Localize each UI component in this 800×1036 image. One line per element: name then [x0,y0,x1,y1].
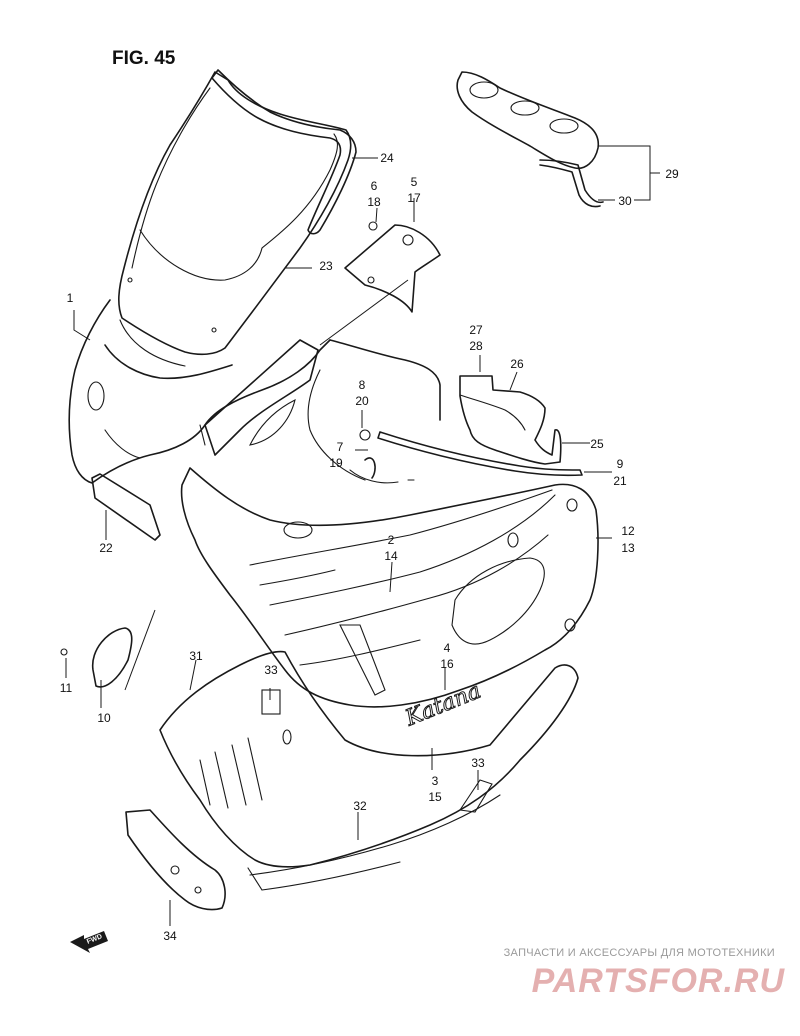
callout-32: 32 [353,799,367,813]
clip [364,457,376,479]
callout-23: 23 [319,259,333,273]
callout-16: 16 [440,657,454,671]
windscreen-trim [211,69,357,235]
upper-cowl [68,299,331,484]
callout-12: 12 [621,524,635,538]
inner-bracket [459,375,562,465]
callout-8: 8 [359,378,366,392]
callout-26: 26 [510,357,524,371]
callout-labels: 1 2 14 3 15 4 16 5 17 6 18 7 19 8 20 9 2… [60,151,679,943]
callout-13: 13 [621,541,635,555]
callout-29: 29 [665,167,679,181]
windscreen [118,71,352,356]
callout-5: 5 [411,175,418,189]
callout-31: 31 [189,649,203,663]
callout-33-upper: 33 [264,663,278,677]
center-panel [204,339,441,484]
callout-15: 15 [428,790,442,804]
callout-19: 19 [329,456,343,470]
air-duct [91,473,161,541]
katana-logo: Katana [401,679,484,732]
callout-6: 6 [371,179,378,193]
callout-14: 14 [384,549,398,563]
callout-2: 2 [388,533,395,547]
callout-18: 18 [367,195,381,209]
callout-34: 34 [163,929,177,943]
callout-11: 11 [60,681,73,695]
leader-lines [65,145,660,926]
callout-33-lower: 33 [471,756,485,770]
callout-20: 20 [355,394,369,408]
fwd-arrow: FWD [70,931,108,953]
callout-4: 4 [444,641,451,655]
lower-bracket [125,809,226,911]
side-bracket [344,221,441,313]
watermark-site: PARTSFOR.RU [532,962,786,1000]
callout-25: 25 [590,437,604,451]
callout-17: 17 [407,191,421,205]
trim-strip [377,431,583,477]
callout-28: 28 [469,339,483,353]
callout-3: 3 [432,774,439,788]
callout-27: 27 [469,323,483,337]
callout-9: 9 [617,457,624,471]
callout-7: 7 [337,440,344,454]
mirror-housing [456,71,604,208]
callout-22: 22 [99,541,113,555]
cover-plate [91,627,133,688]
watermark: ЗАПЧАСТИ И АКСЕССУАРЫ ДЛЯ МОТОТЕХНИКИ PA… [504,947,786,1000]
callout-24: 24 [380,151,394,165]
callout-10: 10 [97,711,111,725]
callout-21: 21 [613,474,627,488]
callout-1: 1 [67,291,74,305]
watermark-tagline: ЗАПЧАСТИ И АКСЕССУАРЫ ДЛЯ МОТОТЕХНИКИ [504,947,775,959]
grommet [359,429,371,441]
callout-30: 30 [618,194,632,208]
screw [60,648,68,656]
lower-cowl [159,650,579,891]
figure-title: FIG. 45 [112,48,176,69]
